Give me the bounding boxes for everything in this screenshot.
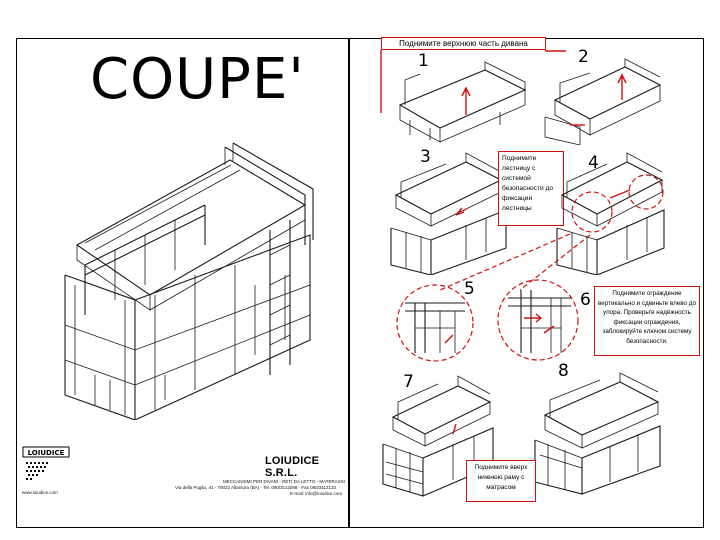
company-email: E-mail: info@loiudice.com bbox=[290, 491, 343, 496]
svg-text:LOIUDICE: LOIUDICE bbox=[28, 449, 65, 457]
step-1-illustration bbox=[398, 61, 527, 143]
step-number-6: 6 bbox=[580, 290, 591, 310]
step-4-illustration bbox=[556, 152, 665, 275]
callout-raise-top-text: Поднимите верхнюю часть дивана bbox=[399, 39, 528, 48]
callout-top-bracket bbox=[380, 50, 566, 113]
step-6-detail-illustration bbox=[497, 279, 579, 361]
step-number-3: 3 bbox=[420, 147, 431, 167]
loiudice-logo: LOIUDICE bbox=[22, 446, 70, 480]
company-website: www.loiudice.com bbox=[22, 490, 58, 495]
step-5-detail-illustration bbox=[396, 284, 474, 362]
callout-raise-top: Поднимите верхнюю часть дивана bbox=[381, 37, 546, 50]
company-name: LOIUDICE S.R.L. bbox=[265, 455, 320, 479]
company-products: MECCANISMI PER DIVANI - RETI DA LETTO - … bbox=[223, 479, 346, 484]
company-info: LOIUDICE S.R.L. MECCANISMI PER DIVANI - … bbox=[175, 455, 346, 497]
callout-raise-ladder-text: Поднимите лестницу с системой безопаснос… bbox=[502, 155, 554, 212]
page-divider bbox=[348, 38, 350, 528]
step-number-1: 1 bbox=[418, 51, 429, 71]
document-page bbox=[16, 38, 704, 528]
step-8-illustration bbox=[534, 372, 661, 495]
callout-raise-guard-text: Поднимите ограждение вертикально и сдвин… bbox=[598, 290, 696, 345]
step-number-8: 8 bbox=[558, 361, 569, 381]
company-address: Via della Puglia, 41 - 70022 Altamura (B… bbox=[175, 485, 337, 490]
step-2-illustration bbox=[544, 58, 662, 145]
callout-raise-bottom-text: Поднимите вверх нижнюю раму с матрасом bbox=[474, 464, 528, 491]
step-number-7: 7 bbox=[403, 372, 414, 392]
main-bunk-bed-illustration bbox=[64, 142, 314, 420]
step-number-4: 4 bbox=[588, 153, 599, 173]
step-number-5: 5 bbox=[464, 279, 475, 299]
callout-raise-ladder: Поднимите лестницу с системой безопаснос… bbox=[498, 151, 564, 226]
step-number-2: 2 bbox=[578, 47, 589, 67]
callout-raise-guard: Поднимите ограждение вертикально и сдвин… bbox=[594, 286, 700, 356]
detail-connector-lines bbox=[439, 233, 591, 291]
document-title: COUPE' bbox=[90, 47, 305, 112]
callout-raise-bottom: Поднимите вверх нижнюю раму с матрасом bbox=[466, 460, 536, 502]
